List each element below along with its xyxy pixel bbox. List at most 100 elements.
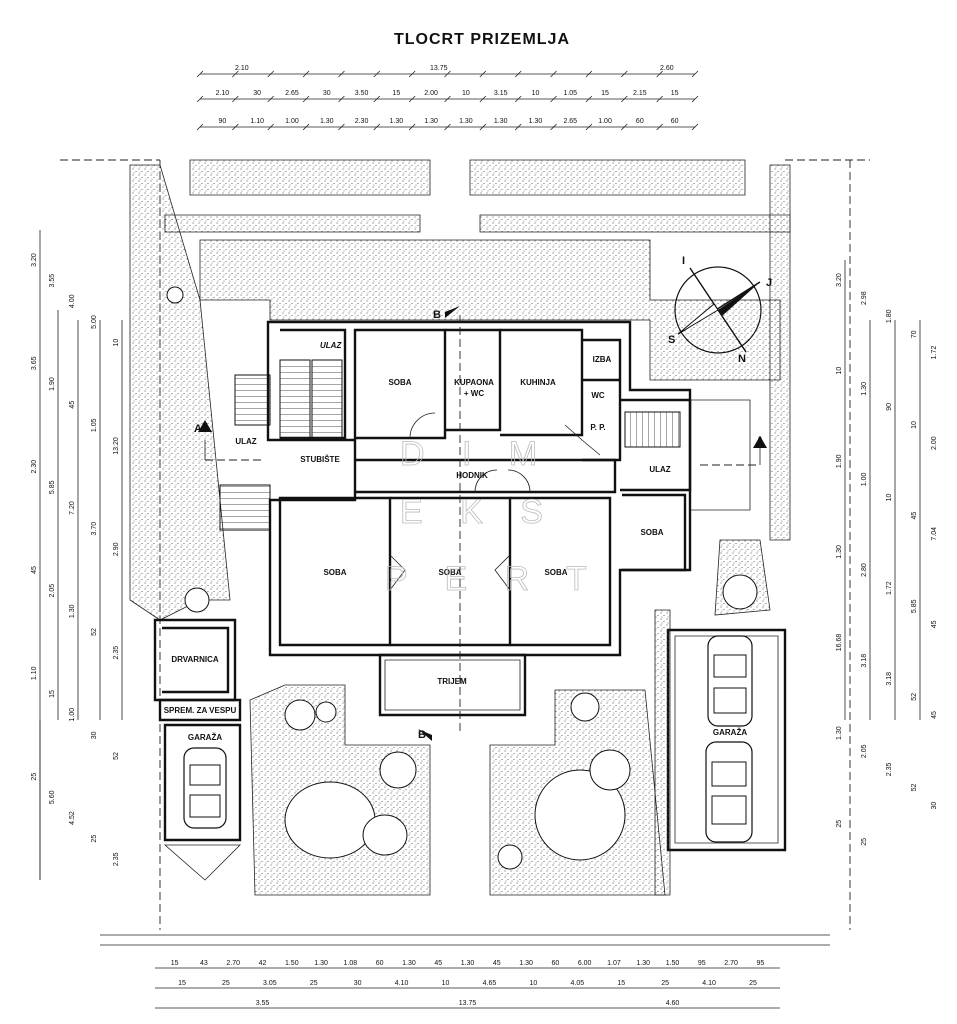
left-dim-label: 15 <box>49 690 56 698</box>
watermark-line-3: P E R T <box>385 560 601 598</box>
site-boundaries <box>60 159 870 946</box>
left-dim-label: 1.30 <box>69 604 76 618</box>
right-dim-label: 45 <box>931 711 938 719</box>
right-dim-label: 30 <box>931 802 938 810</box>
right-dim-label: 70 <box>911 330 918 338</box>
left-dim-label: 2.90 <box>113 542 120 556</box>
bottom-dim-label: 4.10 <box>395 980 409 987</box>
left-dim-label: 1.05 <box>91 418 98 432</box>
right-dim-label: 7.04 <box>931 527 938 541</box>
plan-title: TLOCRT PRIZEMLJA <box>394 31 570 48</box>
bottom-dim-label: 4.65 <box>483 980 497 987</box>
bottom-dim-label: 25 <box>749 980 757 987</box>
bottom-dim-label: 25 <box>661 980 669 987</box>
compass-n: N <box>738 353 746 365</box>
bottom-dim-label: 1.30 <box>314 960 328 967</box>
right-dim-label: 90 <box>886 403 893 411</box>
bottom-dim-label: 2.70 <box>724 960 738 967</box>
left-dim-label: 52 <box>113 752 120 760</box>
right-dim-label: 2.35 <box>886 762 893 776</box>
right-dim-label: 45 <box>931 620 938 628</box>
bottom-dim-label: 15 <box>171 960 179 967</box>
right-dim-label: 3.18 <box>861 654 868 668</box>
left-dim-label: 4.00 <box>69 294 76 308</box>
bottom-dim-label: 95 <box>756 960 764 967</box>
right-dim-label: 25 <box>836 820 843 828</box>
bottom-dim-label: 6.00 <box>578 960 592 967</box>
bottom-dim-label: 13.75 <box>459 1000 477 1007</box>
bottom-dim-label: 2.70 <box>226 960 240 967</box>
room-pp: P. P. <box>590 423 605 432</box>
house <box>219 320 751 717</box>
room-wc: WC <box>591 391 605 400</box>
bottom-dim-label: 1.30 <box>461 960 475 967</box>
row3-label: 1.30 <box>529 118 543 125</box>
bottom-dim-label: 4.10 <box>702 980 716 987</box>
right-dim-label: 3.18 <box>886 672 893 686</box>
row3-label: 1.00 <box>285 118 299 125</box>
row2-label: 30 <box>253 90 261 97</box>
row2-label: 15 <box>392 90 400 97</box>
left-dim-label: 10 <box>113 339 120 347</box>
bottom-dim-label: 60 <box>551 960 559 967</box>
room-trijem: TRIJEM <box>437 677 467 686</box>
bottom-dim-label: 1.50 <box>285 960 299 967</box>
section-b-bottom: B <box>418 729 426 741</box>
room-soba-right: SOBA <box>640 528 663 537</box>
bottom-dim-label: 15 <box>178 980 186 987</box>
left-dim-label: 3.65 <box>31 356 38 370</box>
row3-label: 2.30 <box>355 118 369 125</box>
car-icon <box>705 741 753 843</box>
room-kupaona: KUPAONA <box>454 378 494 387</box>
watermark-line-2: E K S <box>400 493 557 531</box>
bottom-dim-label: 10 <box>442 980 450 987</box>
compass-s: S <box>668 334 675 346</box>
section-markers: A A B B <box>194 306 767 741</box>
bottom-dim-label: 3.05 <box>263 980 277 987</box>
row2-label: 3.50 <box>355 90 369 97</box>
right-dim-label: 1.72 <box>886 581 893 595</box>
section-a-left: A <box>194 423 202 435</box>
row3-label: 1.00 <box>598 118 612 125</box>
gardens <box>166 286 758 896</box>
bottom-dim-label: 4.05 <box>571 980 585 987</box>
left-dimensions: 3.203.554.005.00103.651.90451.0513.202.3… <box>31 230 123 880</box>
left-dim-label: 7.20 <box>69 501 76 515</box>
room-soba-4: SOBA <box>544 568 567 577</box>
right-dim-label: 5.85 <box>911 599 918 613</box>
compass-i: I <box>682 255 685 267</box>
right-dim-label: 52 <box>911 693 918 701</box>
bottom-dim-label: 1.30 <box>519 960 533 967</box>
room-kuhinja: KUHINJA <box>520 378 556 387</box>
left-dim-label: 13.20 <box>113 437 120 455</box>
right-dim-label: 2.00 <box>931 436 938 450</box>
bottom-dim-label: 95 <box>698 960 706 967</box>
right-dim-label: 10 <box>886 494 893 502</box>
bottom-dim-label: 43 <box>200 960 208 967</box>
row3-label: 1.30 <box>390 118 404 125</box>
row3-label: 60 <box>636 118 644 125</box>
car-icon <box>707 635 753 727</box>
outbuildings-left: DRVARNICA SPREM. ZA VESPU GARAŽA <box>153 618 242 881</box>
row2-label: 2.00 <box>424 90 438 97</box>
right-dim-label: 45 <box>911 512 918 520</box>
room-izba: IZBA <box>593 355 612 364</box>
left-dim-label: 2.30 <box>31 460 38 474</box>
room-soba-1: SOBA <box>388 378 411 387</box>
row3-label: 90 <box>218 118 226 125</box>
left-dim-label: 2.35 <box>113 646 120 660</box>
car-icon <box>183 747 227 829</box>
row3-label: 1.30 <box>320 118 334 125</box>
left-dim-label: 45 <box>31 566 38 574</box>
right-dimensions: 3.202.981.80701.72101.3090102.001.901.00… <box>836 260 938 846</box>
left-dim-label: 3.20 <box>31 253 38 267</box>
left-dim-label: 52 <box>91 628 98 636</box>
room-drvarnica: DRVARNICA <box>171 655 218 664</box>
right-dim-label: 10 <box>911 421 918 429</box>
left-dim-label: 2.35 <box>113 852 120 866</box>
right-dim-label: 16.68 <box>836 634 843 652</box>
right-dim-label: 1.80 <box>886 309 893 323</box>
right-dim-label: 1.30 <box>836 726 843 740</box>
bottom-dim-label: 25 <box>222 980 230 987</box>
room-ulaz-top: ULAZ <box>320 341 342 350</box>
